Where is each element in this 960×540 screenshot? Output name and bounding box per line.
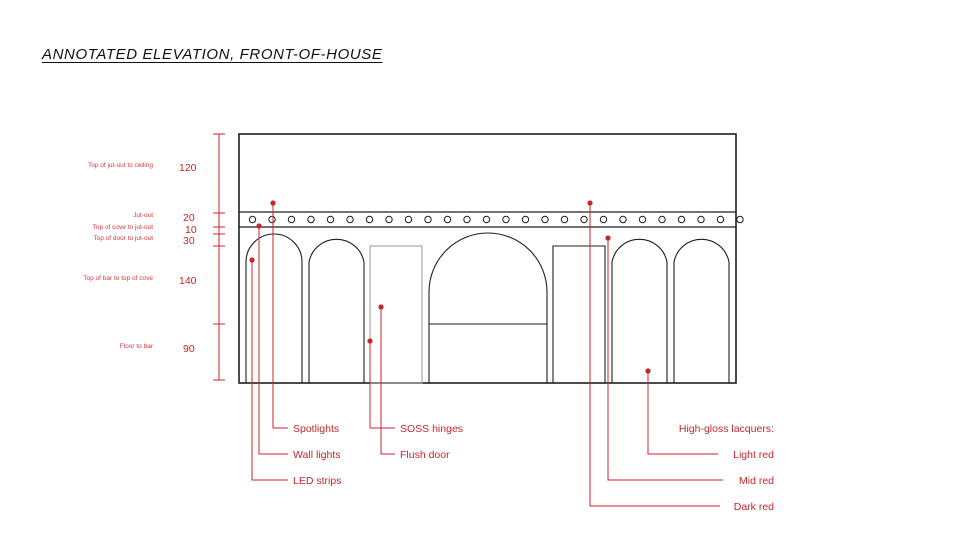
spotlight-icon bbox=[346, 215, 354, 224]
dimension-value: 10 bbox=[185, 224, 197, 236]
callout-flush-door: Flush door bbox=[400, 449, 450, 461]
spotlight-icon bbox=[560, 215, 569, 224]
spotlight-icon bbox=[385, 215, 393, 224]
spotlight-row bbox=[248, 215, 744, 224]
spotlight-icon bbox=[365, 215, 374, 224]
flush-door bbox=[369, 245, 423, 384]
spotlight-icon bbox=[307, 215, 315, 224]
dimension-value: 20 bbox=[183, 212, 195, 224]
leader-flush-door bbox=[378, 304, 395, 455]
right-door bbox=[552, 245, 606, 383]
spotlight-icon bbox=[463, 215, 471, 224]
spotlight-icon bbox=[443, 215, 452, 224]
spotlight-icon bbox=[404, 215, 413, 224]
spotlight-icon bbox=[287, 215, 296, 224]
callout-lacquers-heading: High-gloss lacquers: bbox=[679, 423, 774, 435]
leader-soss-hinges bbox=[367, 338, 395, 429]
arch-panel bbox=[245, 233, 303, 383]
spotlight-icon bbox=[658, 215, 666, 224]
spotlight-icon bbox=[521, 215, 530, 224]
callout-spotlights: Spotlights bbox=[293, 423, 339, 435]
spotlight-icon bbox=[268, 215, 276, 224]
elevation-frame bbox=[238, 133, 737, 384]
spotlight-icon bbox=[248, 215, 257, 224]
leader-spotlights bbox=[270, 200, 288, 429]
leader-dark-red bbox=[587, 200, 720, 507]
leader-mid-red bbox=[605, 235, 723, 481]
callout-dark-red: Dark red bbox=[734, 501, 774, 513]
callout-wall-lights: Wall lights bbox=[293, 449, 340, 461]
spotlight-icon bbox=[326, 215, 335, 224]
callout-light-red: Light red bbox=[733, 449, 774, 461]
spotlight-icon bbox=[541, 215, 549, 224]
arch-panel bbox=[673, 238, 730, 383]
callout-soss-hinges: SOSS hinges bbox=[400, 423, 463, 435]
dimension-label: Top of jut-out to ceiling bbox=[88, 162, 153, 169]
dimension-label: Top of door to jut-out bbox=[93, 235, 153, 242]
dimension-value: 120 bbox=[179, 162, 197, 174]
page-title: ANNOTATED ELEVATION, FRONT-OF-HOUSE bbox=[42, 46, 383, 63]
spotlight-icon bbox=[736, 215, 744, 224]
bar-arch bbox=[428, 232, 548, 383]
dimension-value: 140 bbox=[179, 275, 197, 287]
callout-led-strips: LED strips bbox=[293, 475, 341, 487]
spotlight-icon bbox=[482, 215, 491, 224]
callout-mid-red: Mid red bbox=[739, 475, 774, 487]
dimension-label: Jut-out bbox=[133, 212, 153, 219]
leader-wall-lights bbox=[256, 223, 288, 455]
spotlight-icon bbox=[580, 215, 588, 224]
spotlight-icon bbox=[502, 215, 510, 224]
arch-panel bbox=[308, 238, 365, 383]
spotlight-icon bbox=[677, 215, 686, 224]
dimension-value: 90 bbox=[183, 343, 195, 355]
leader-led-strips bbox=[249, 257, 288, 481]
dimension-label: Floor to bar bbox=[120, 343, 154, 350]
dimension-line bbox=[213, 133, 225, 381]
dimension-label: Top of bar to top of cove bbox=[83, 275, 153, 282]
spotlight-icon bbox=[638, 215, 647, 224]
spotlight-icon bbox=[424, 215, 432, 224]
dimension-value: 30 bbox=[183, 235, 195, 247]
spotlight-icon bbox=[599, 215, 608, 224]
spotlight-icon bbox=[697, 215, 705, 224]
spotlight-icon bbox=[716, 215, 725, 224]
spotlight-icon bbox=[619, 215, 627, 224]
arch-panel bbox=[611, 238, 668, 383]
leader-light-red bbox=[645, 368, 718, 455]
dimension-label: Top of cove to jut-out bbox=[93, 224, 154, 231]
